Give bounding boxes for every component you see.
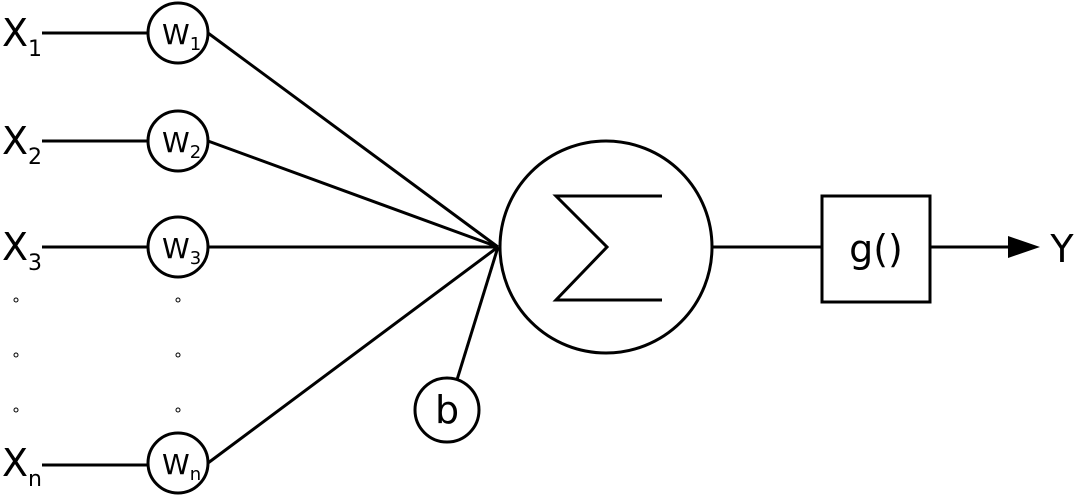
weight-label-n: Wn [162, 448, 201, 485]
weight-label-1: W1 [162, 18, 201, 55]
weight-wire-n [207, 245, 499, 465]
input-label-3: X3 [2, 225, 42, 276]
sigma-icon [552, 194, 662, 302]
bias-label: b [435, 388, 459, 432]
weight-node-n [146, 431, 210, 495]
weight-node-2 [146, 109, 210, 173]
input-label-n: Xn [2, 441, 42, 492]
bias-wire [454, 246, 500, 384]
output-label: Y [1049, 227, 1074, 271]
input-ellipsis-icon [13, 297, 19, 413]
activation-label: g() [849, 227, 903, 271]
activation-box [820, 194, 932, 304]
input-label-1: X1 [2, 11, 42, 62]
weight-wire-2 [207, 139, 499, 249]
bias-node [413, 376, 481, 444]
weight-node-3 [146, 215, 210, 279]
input-label-2: X2 [2, 119, 42, 170]
weight-node-1 [146, 1, 210, 65]
output-arrowhead-icon [1008, 236, 1040, 258]
weight-label-2: W2 [162, 126, 201, 163]
weight-label-3: W3 [162, 232, 201, 269]
weight-ellipsis-icon [175, 297, 181, 413]
weight-wire-1 [207, 31, 499, 249]
